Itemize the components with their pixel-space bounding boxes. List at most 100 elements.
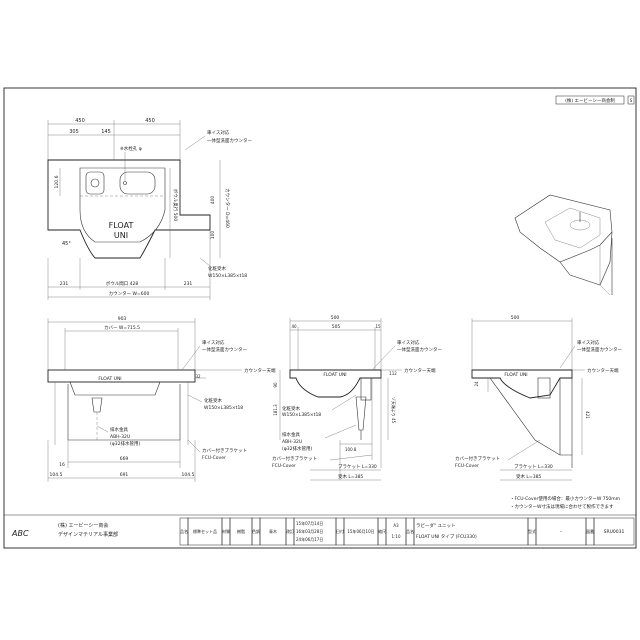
top-faucet-right	[119, 171, 156, 195]
side-callout-bracket-2: FCU-Cover	[272, 463, 296, 469]
side-dim-181: 181.3	[273, 404, 278, 416]
right-dim-500: 500	[511, 315, 520, 321]
top-callout-wheelchair-2: 一体型洗面カウンター	[207, 137, 252, 144]
company-header-text: (株) エービーシー商会制	[565, 97, 615, 104]
h-date: 日付	[336, 528, 344, 534]
right-dim-421: 421	[585, 411, 590, 419]
right-callout-wheelchair-2: 一体型洗面カウンター	[577, 346, 622, 353]
top-counter-outline	[47, 159, 211, 259]
note-2: ・カウンターW寸法は現場に合わせて製作できます	[510, 503, 614, 510]
v-name: 標準セット品	[193, 528, 217, 534]
front-dim-total: 903	[118, 316, 127, 322]
front-logo: FLOAT UNI	[98, 376, 121, 382]
side-dim-15: 15	[375, 324, 381, 329]
note-1: ・FCU-Cover使用の場合：最小カウンターW 750mm	[510, 495, 620, 502]
top-dim-145: 145	[101, 129, 111, 135]
top-dim-120: 120.6	[54, 175, 60, 188]
side-dim-40: 40	[291, 324, 297, 329]
right-callout-bracket-2: FCU-Cover	[455, 463, 479, 469]
top-faucet-hole-label: ※水栓孔 φ	[120, 145, 142, 152]
side-counter-top: カウンター天端	[404, 367, 436, 374]
top-callout-support-1: 化粧受木	[208, 265, 226, 272]
front-callout-support-2: W150×L385×t18	[204, 405, 243, 411]
top-dim-305: 305	[69, 129, 79, 135]
side-callout-drain-2: ABH-32U	[282, 439, 302, 445]
h-product: 品名	[406, 528, 414, 534]
top-counter-depth: カウンター D=460	[224, 188, 231, 228]
side-callout-wheelchair-2: 一体型洗面カウンター	[397, 346, 442, 353]
company-header-box	[555, 95, 625, 105]
right-dim-24: 24	[474, 381, 479, 387]
h-model: 型式	[528, 528, 536, 534]
side-dim-500: 500	[331, 315, 340, 321]
front-callout-bracket-2: FCU-Cover	[202, 455, 226, 461]
side-callout-drain-1: 排水金具	[282, 431, 300, 438]
product-name-1: ラビーダ" ユニット	[416, 522, 456, 529]
abc-logo: ABC	[11, 529, 29, 538]
v-scale: 1:10	[392, 534, 401, 539]
front-view: 903 カバー W=715.5 FLOAT UNI 16 669 104.5 6…	[47, 316, 276, 482]
rev-date-1: 15年07月14日	[296, 520, 323, 526]
rev-date-2: 16年03月28日	[296, 528, 323, 534]
side-view: 500 40 505 15 FLOAT UNI 90 181.3 112 ゾ天端…	[272, 315, 442, 481]
top-dim-231-right: 231	[184, 281, 193, 287]
front-callout-drain-2: ABH-32U	[110, 434, 130, 440]
drawing-frame	[3, 87, 637, 549]
side-callout-wheelchair-1: 車イス対応	[397, 339, 420, 346]
top-angle: 45°	[62, 241, 71, 247]
front-dim-cover: カバー W=715.5	[104, 325, 140, 331]
perspective-counter	[514, 194, 613, 263]
front-counter-top: カウンター天端	[244, 367, 276, 374]
side-dim-90: 90	[273, 382, 278, 388]
v-drawing-no: SRU0031	[604, 529, 625, 535]
top-callout-wheelchair-1: 車イス対応	[207, 129, 230, 136]
top-view: 450 450 305 145 ※水栓孔 φ 120.6 FLOAT UNI 4…	[47, 118, 252, 300]
front-callout-wheelchair-1: 車イス対応	[202, 339, 225, 346]
right-support-len: 受木 L=385	[516, 473, 541, 480]
side-bracket-len: ブラケット L=330	[338, 463, 377, 470]
company-name-2: デザインマテリアル事業部	[58, 531, 118, 538]
side-dim-100: 100.8	[345, 447, 357, 452]
front-dim-16: 16	[59, 462, 65, 468]
top-callout-support-2: W150×L385×t18	[208, 273, 247, 279]
h-name: 品名	[180, 528, 188, 534]
side-support-len: 受木 L=385	[338, 473, 363, 480]
top-counter-width: カウンター W=600	[109, 290, 150, 297]
right-counter-section	[471, 369, 573, 399]
side-counter-section	[289, 369, 382, 398]
top-bowl-outline	[79, 167, 166, 243]
v-model: -	[560, 529, 562, 535]
side-callout-support-1: 化粧受木	[282, 405, 300, 412]
v-size: A3	[393, 523, 399, 528]
corner-mark-box	[627, 95, 635, 105]
rev-date-3: 24年06月17日	[296, 536, 323, 542]
right-counter-top: カウンター天端	[587, 367, 619, 374]
h-material: 材質	[222, 528, 230, 534]
title-block: ABC (株) エービーシー商会 デザインマテリアル事業部 品名 標準セット品 …	[11, 517, 635, 546]
top-dim-450-left: 450	[75, 118, 85, 124]
front-callout-drain-1: 排水金具	[110, 426, 128, 433]
h-scale: 縮尺	[378, 528, 386, 534]
front-dim-32: 32	[195, 374, 201, 379]
company-name-1: (株) エービーシー商会	[58, 522, 108, 529]
top-dim-231-left: 231	[60, 281, 69, 287]
side-callout-bracket-1: カバー付きブラケット	[272, 455, 317, 462]
front-dim-104-left: 104.5	[50, 472, 63, 478]
front-dim-691: 691	[120, 472, 129, 478]
front-callout-drain-3: (φ32排水管用)	[110, 440, 140, 447]
top-dim-100: 100	[210, 231, 216, 240]
front-callout-wheelchair-2: 一体型洗面カウンター	[202, 346, 247, 353]
top-bowl-opening: ボウル間口 428	[106, 280, 139, 287]
right-side-view: 500 FLOAT UNI 24 421 車イス対応 一体型洗面カウンター カウ…	[455, 315, 622, 481]
front-dim-669: 669	[120, 456, 129, 462]
h-color: 色調	[252, 528, 260, 534]
front-callout-bracket-1: カバー付きブラケット	[202, 447, 247, 454]
side-dim-sotoyori: ゾ天端より 45	[391, 397, 397, 424]
front-drain	[91, 397, 103, 413]
front-callout-support-1: 化粧受木	[204, 397, 222, 404]
corner-mark-s: S	[630, 98, 633, 103]
v-date: 15年06月10日	[347, 528, 374, 534]
v-color: 青木	[269, 528, 277, 534]
right-callout-bracket-1: カバー付きブラケット	[455, 455, 500, 462]
